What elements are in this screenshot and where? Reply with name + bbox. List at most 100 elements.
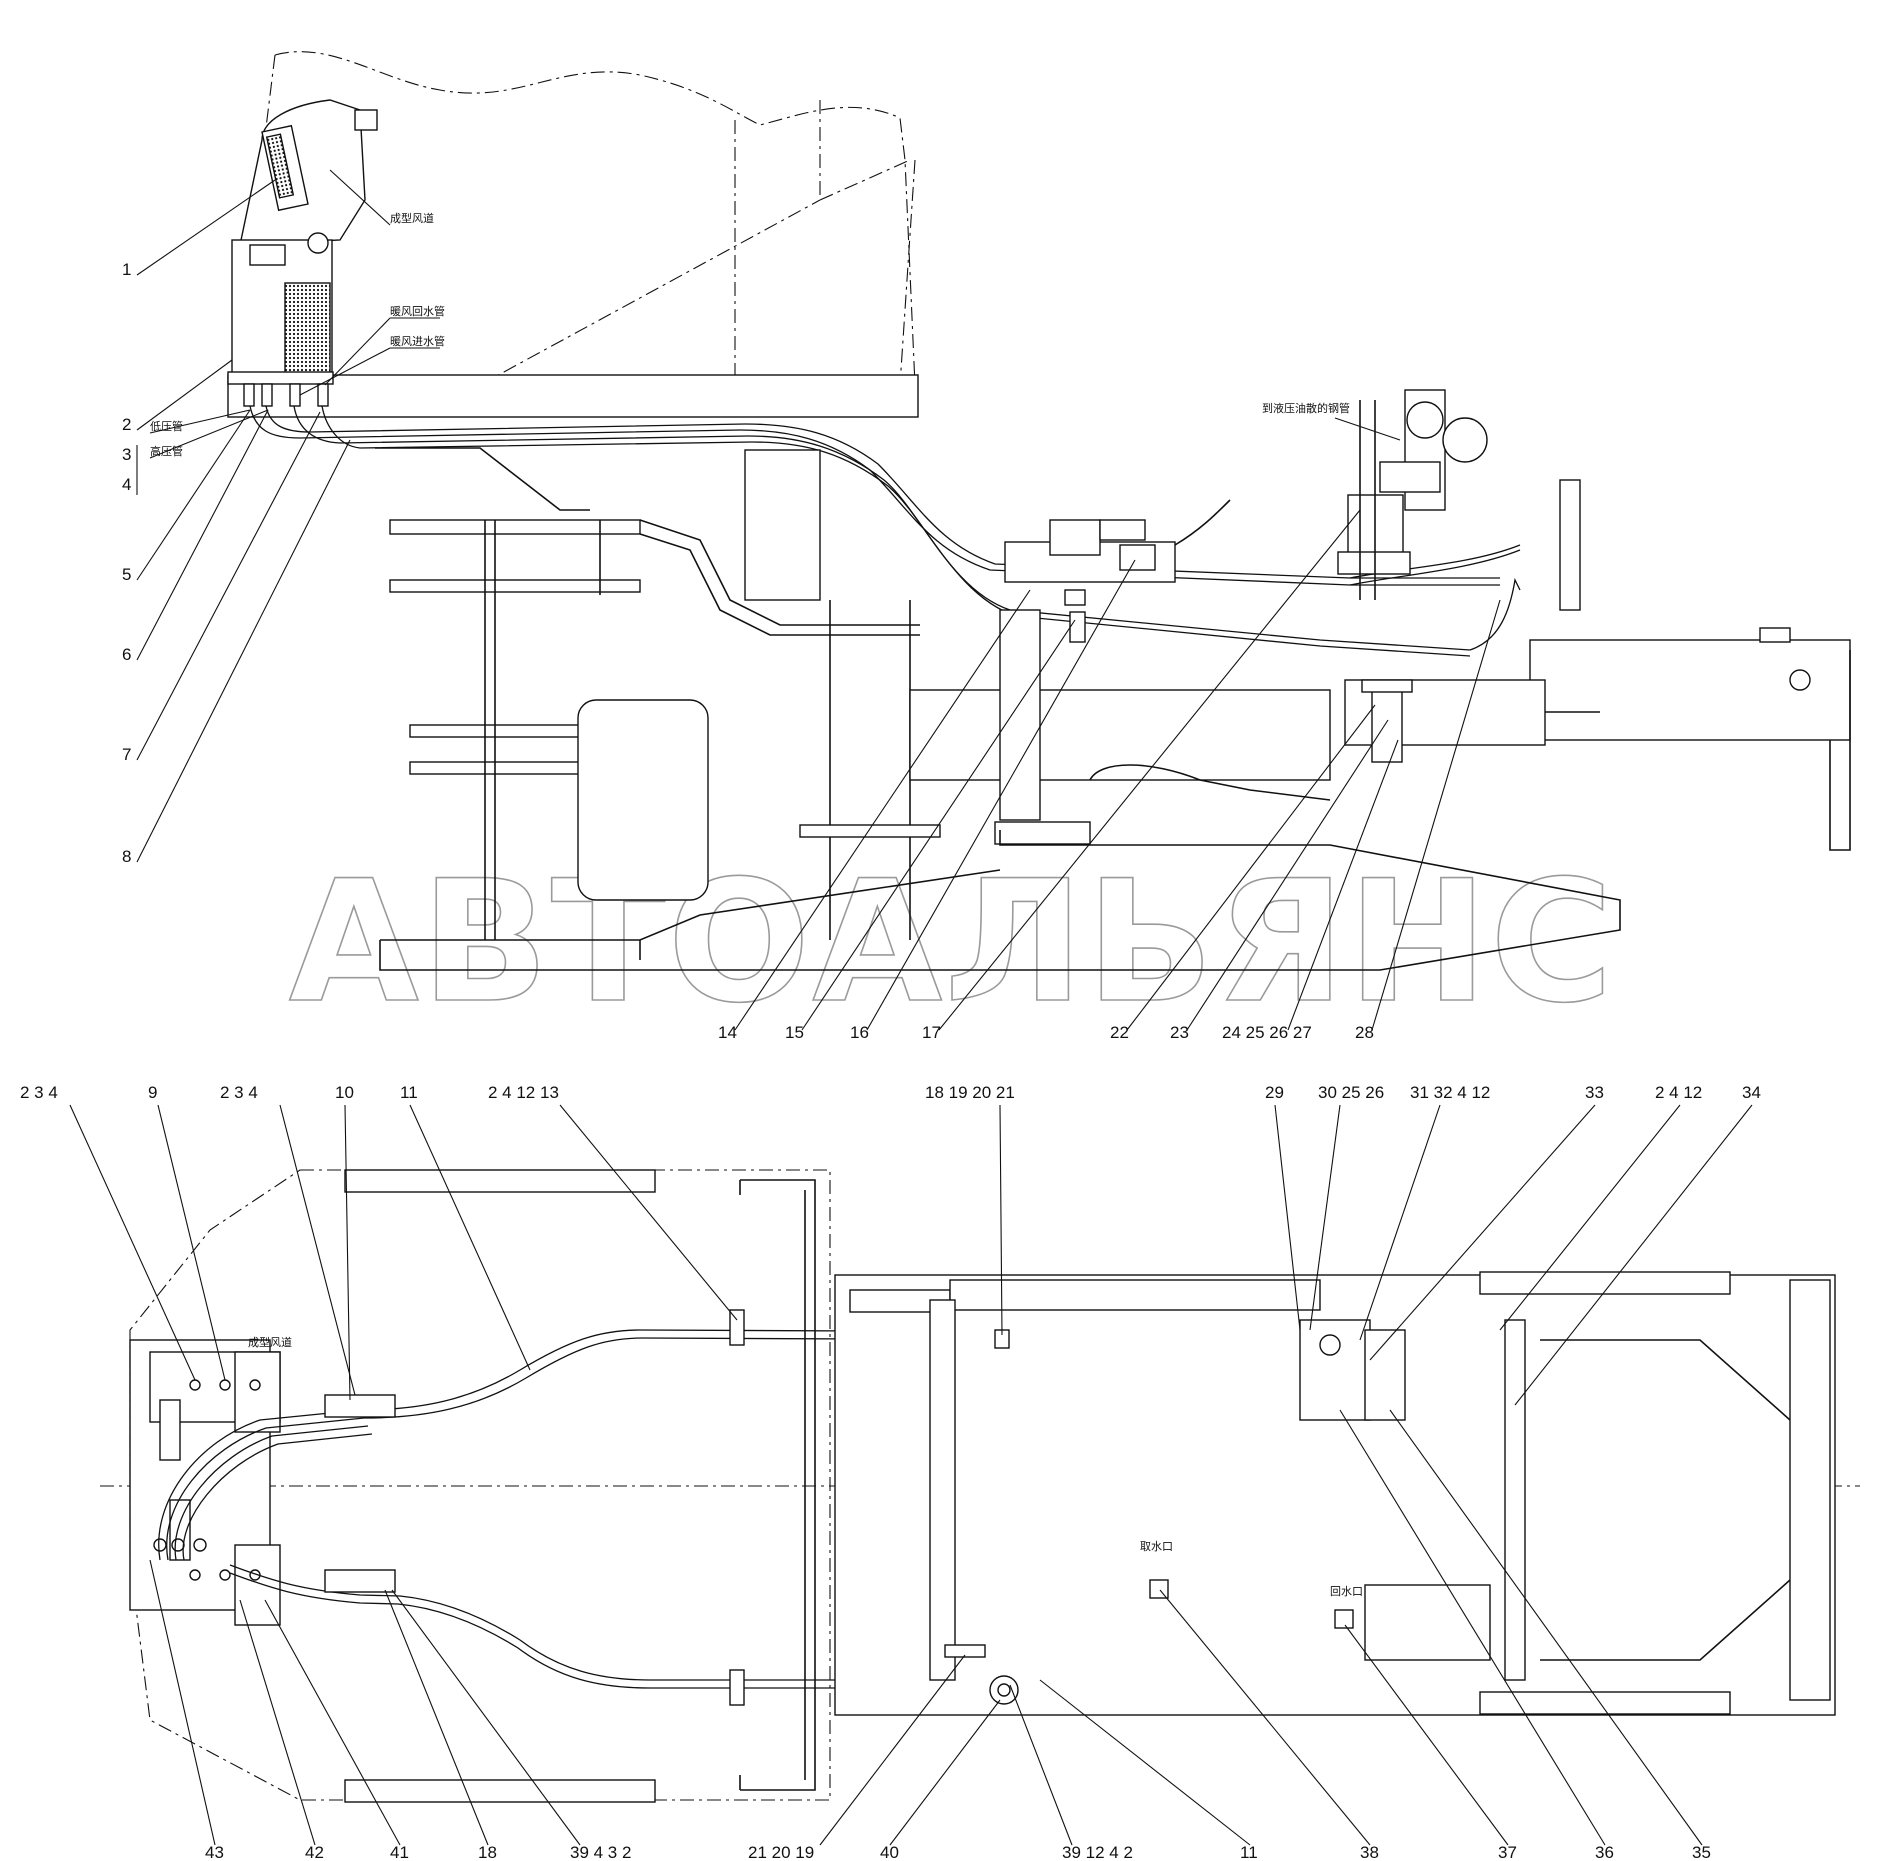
plan-rail-bottom-right: [1479, 1691, 1731, 1715]
plan-pump-motor: [1364, 1329, 1406, 1421]
callout-4: 4: [122, 475, 131, 494]
grille-mesh: [265, 133, 295, 199]
cab-outline: [274, 51, 916, 386]
callout-31-32-4-12: 31 32 4 12: [1410, 1083, 1490, 1102]
plan-pump-base: [1299, 1319, 1371, 1421]
plan-duct-bottom: [234, 1544, 281, 1626]
pump-pulley-2: [1442, 417, 1488, 463]
cab-floor-panel: [227, 374, 919, 418]
pump-plate: [1337, 551, 1411, 575]
side-callouts-bottom: 14 15 16 17 22 23 24 25 26 27 28: [718, 509, 1501, 1042]
callout-6: 6: [122, 645, 131, 664]
clamp-13: [729, 1309, 745, 1346]
heater-duct-upper: [239, 99, 366, 246]
chassis-side: [375, 447, 1851, 971]
plan-pipes-upper: [158, 1329, 1501, 1561]
filter-cap: [1361, 679, 1413, 693]
heater-blower: [249, 244, 286, 266]
callout-14: 14: [718, 1023, 737, 1042]
callout-15: 15: [785, 1023, 804, 1042]
note-air-duct: 成型风道: [390, 211, 434, 225]
cab-rear-edge: [899, 159, 916, 386]
clamp-19-21: [944, 1644, 986, 1658]
filter-canister: [1371, 686, 1403, 763]
callout-9: 9: [148, 1083, 157, 1102]
callout-34: 34: [1742, 1083, 1761, 1102]
callout-21-20-19: 21 20 19: [748, 1843, 814, 1861]
callout-39-4-3-2-a: 39 4 3 2: [570, 1843, 631, 1861]
callout-18: 18: [478, 1843, 497, 1861]
rear-pin-hole: [1789, 669, 1811, 691]
clamp-lower: [729, 1669, 745, 1706]
fuel-tank: [577, 699, 709, 901]
frame-post: [999, 609, 1041, 821]
clamp-b: [1069, 611, 1086, 643]
pump-mount: [1379, 461, 1441, 493]
callout-11-b: 11: [1240, 1843, 1258, 1861]
plan-water-return-fitting: [1334, 1609, 1354, 1629]
cab-plan-inner: [345, 1174, 655, 1796]
cross-member-1: [389, 519, 641, 535]
watermark: АВТОАЛЬЯНС: [289, 844, 1615, 1040]
callout-36: 36: [1595, 1843, 1614, 1861]
valve-actuator: [1099, 519, 1146, 541]
plan-tank-block: [1364, 1584, 1491, 1661]
pump-pulley: [1406, 401, 1444, 439]
callout-24-27: 24 25 26 27: [1222, 1023, 1312, 1042]
cab-diagonal: [479, 199, 821, 386]
valve-head: [1049, 519, 1101, 556]
callout-30-25-26: 30 25 26: [1318, 1083, 1384, 1102]
clamp-18: [324, 1569, 396, 1593]
callout-23: 23: [1170, 1023, 1189, 1042]
cab-plan-edge-top: [344, 1169, 656, 1193]
callout-17: 17: [922, 1023, 941, 1042]
pump-tube: [1359, 400, 1376, 600]
note-heater-inlet: 暖风进水管: [390, 334, 445, 348]
callout-2-3-4-a: 2 3 4: [20, 1083, 58, 1102]
plan-note-air-duct: 成型风道: [248, 1335, 292, 1349]
callout-39-12-4-2-b: 39 12 4 2: [1062, 1843, 1133, 1861]
callout-2-4-12-13: 2 4 12 13: [488, 1083, 559, 1102]
callout-16: 16: [850, 1023, 869, 1042]
note-heater-return: 暖风回水管: [390, 304, 445, 318]
rear-block: [1759, 627, 1791, 643]
cab-plan-outline: [129, 1169, 831, 1801]
callout-33: 33: [1585, 1083, 1604, 1102]
callout-2: 2: [122, 415, 131, 434]
callout-2-3-4-b: 2 3 4: [220, 1083, 258, 1102]
valve-hose: [1174, 499, 1231, 546]
note-low-pressure: 低压管: [150, 419, 183, 433]
cab-roofline: [819, 159, 911, 201]
clamp-10: [324, 1394, 396, 1418]
main-frame-mid: [909, 689, 1331, 781]
callout-29: 29: [1265, 1083, 1284, 1102]
callout-11: 11: [400, 1083, 418, 1102]
callout-35: 35: [1692, 1843, 1711, 1861]
side-callouts-left: 1 2 3 4 5 6 7 8: [122, 179, 351, 866]
heater-core-mesh: [284, 282, 331, 374]
heater-base: [227, 371, 334, 385]
callout-1: 1: [122, 260, 131, 279]
step-plate: [799, 824, 941, 838]
callout-2-4-12: 2 4 12: [1655, 1083, 1702, 1102]
side-view-notes: 成型风道 暖风回水管 暖风进水管 低压管 高压管 到液压油散的钢管: [149, 169, 1401, 459]
plan-frame-tapers: [1540, 1339, 1791, 1661]
callout-41: 41: [390, 1843, 409, 1861]
side-elevation-view: 成型风道 暖风回水管 暖风进水管 低压管 高压管 到液压油散的钢管 1 2 3 …: [122, 51, 1851, 1042]
plan-water-intake-fitting: [1149, 1579, 1169, 1599]
plan-longitudinal-right: [1504, 1319, 1526, 1681]
callout-38: 38: [1360, 1843, 1379, 1861]
heater-fan-hub: [307, 232, 329, 254]
callout-40: 40: [880, 1843, 899, 1861]
callout-37: 37: [1498, 1843, 1517, 1861]
plan-grille-top: [159, 1399, 181, 1461]
valve-coupling: [1119, 544, 1156, 571]
callout-28: 28: [1355, 1023, 1374, 1042]
callout-43: 43: [205, 1843, 224, 1861]
callout-8: 8: [122, 847, 131, 866]
plan-note-water-intake: 取水口: [1140, 1540, 1173, 1553]
duct-outlet: [354, 109, 378, 131]
callout-5: 5: [122, 565, 131, 584]
